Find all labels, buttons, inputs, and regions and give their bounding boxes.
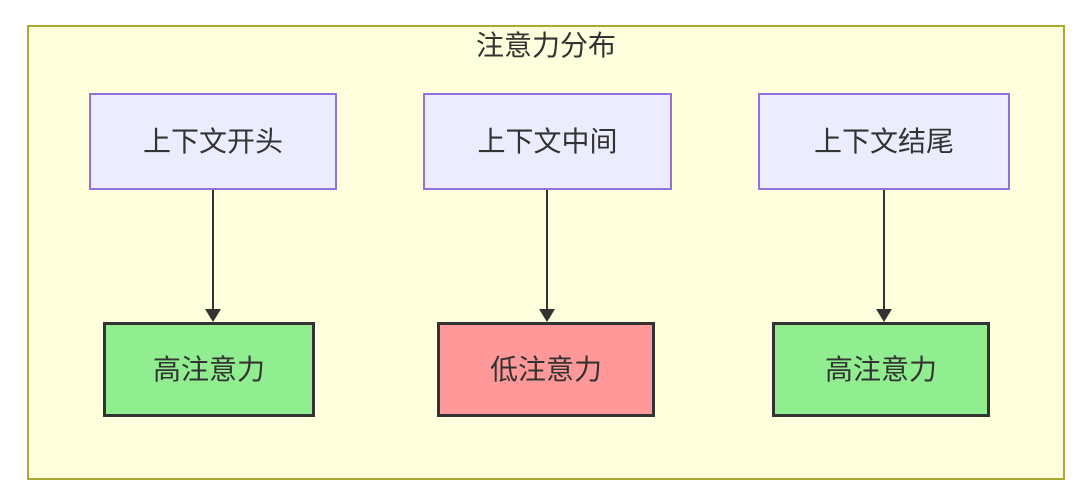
arrow-line	[546, 190, 548, 311]
arrowhead-icon	[205, 309, 221, 322]
node-high-attention-2: 高注意力	[772, 322, 990, 417]
arrow-down-2	[539, 190, 555, 322]
node-context-end: 上下文结尾	[758, 93, 1010, 190]
arrow-down-1	[205, 190, 221, 322]
arrow-down-3	[876, 190, 892, 322]
node-context-beginning: 上下文开头	[89, 93, 337, 190]
node-context-middle: 上下文中间	[423, 93, 672, 190]
node-high-attention-1: 高注意力	[103, 322, 315, 417]
diagram-title: 注意力分布	[475, 30, 616, 61]
arrowhead-icon	[876, 309, 892, 322]
node-low-attention: 低注意力	[437, 322, 655, 417]
arrow-line	[883, 190, 885, 311]
arrow-line	[212, 190, 214, 311]
arrowhead-icon	[539, 309, 555, 322]
